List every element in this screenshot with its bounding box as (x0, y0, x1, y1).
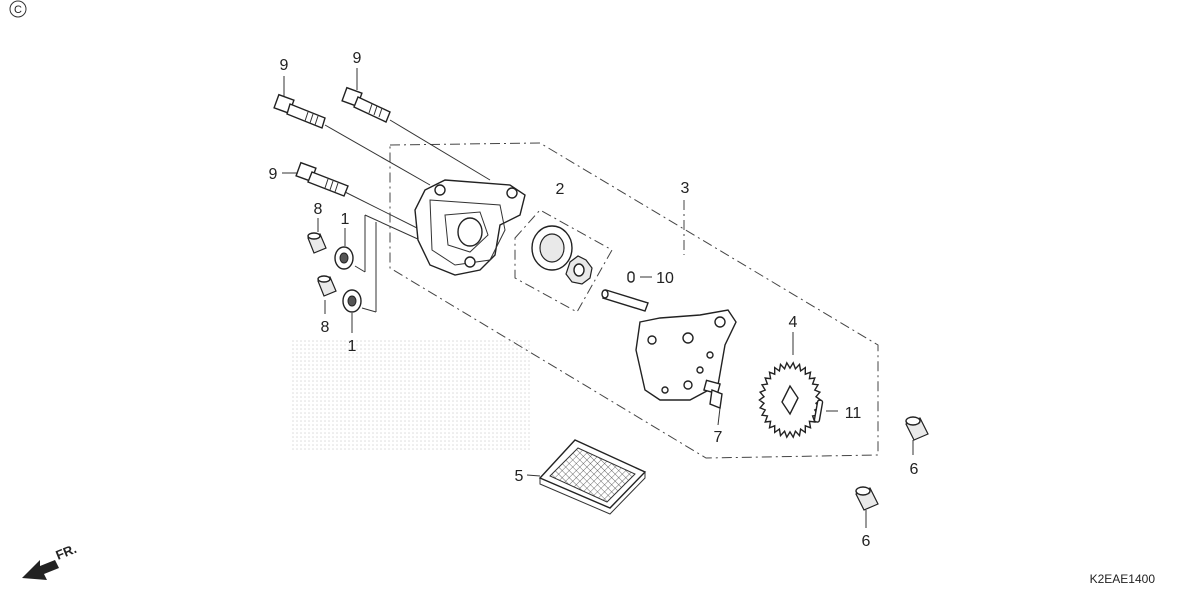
driven-gear (758, 361, 822, 439)
pump-body (414, 179, 526, 276)
pump-cover (635, 309, 737, 401)
dowel-upper (307, 232, 327, 254)
gear-hub (781, 384, 799, 416)
dowel-lower (317, 275, 337, 297)
callout-leader-lines (282, 68, 914, 528)
drawing-code: K2EAE1400 (1090, 572, 1156, 586)
callout-7: 7 (714, 429, 723, 446)
pin (627, 271, 635, 283)
callout-1-lower: 1 (348, 338, 357, 355)
bolt-middle (295, 161, 349, 197)
copyright-icon: C (9, 0, 27, 18)
callouts: 9 9 9 8 1 8 1 2 3 10 4 11 7 6 5 6 (269, 50, 919, 550)
inner-rotor (565, 255, 593, 285)
rotor-set-outline (514, 209, 613, 313)
callout-1-upper: 1 (341, 211, 350, 228)
pump-assembly-outline (389, 142, 879, 459)
callout-5: 5 (515, 468, 524, 485)
arrow-front-left-icon: FR. (22, 541, 79, 580)
bolt-upper-right (341, 86, 391, 123)
bolt-upper-left (273, 93, 326, 129)
callout-2: 2 (556, 181, 565, 198)
seal-upper (334, 246, 354, 270)
callout-8-lower: 8 (321, 319, 330, 336)
callout-9-right: 9 (353, 50, 362, 67)
seal-lower (342, 289, 362, 313)
callout-10: 10 (656, 270, 674, 287)
callout-11: 11 (845, 405, 862, 422)
callout-6-upper: 6 (910, 461, 919, 478)
svg-text:C: C (14, 4, 22, 16)
callout-9-middle: 9 (269, 166, 278, 183)
gear-pin (813, 399, 824, 423)
watermark (290, 340, 530, 450)
oil-strainer (538, 439, 647, 515)
direction-label: FR. (54, 541, 79, 563)
collar-upper (905, 416, 929, 441)
callout-8-upper: 8 (314, 201, 323, 218)
outer-rotor (531, 225, 573, 271)
collar-lower (855, 486, 879, 511)
callout-3: 3 (681, 180, 690, 197)
callout-4: 4 (789, 314, 798, 331)
callout-6-lower: 6 (862, 533, 871, 550)
pump-shaft (601, 289, 649, 312)
callout-9-left: 9 (280, 57, 289, 74)
bolt-leader-lines (324, 119, 491, 313)
cover-screw (703, 379, 723, 409)
